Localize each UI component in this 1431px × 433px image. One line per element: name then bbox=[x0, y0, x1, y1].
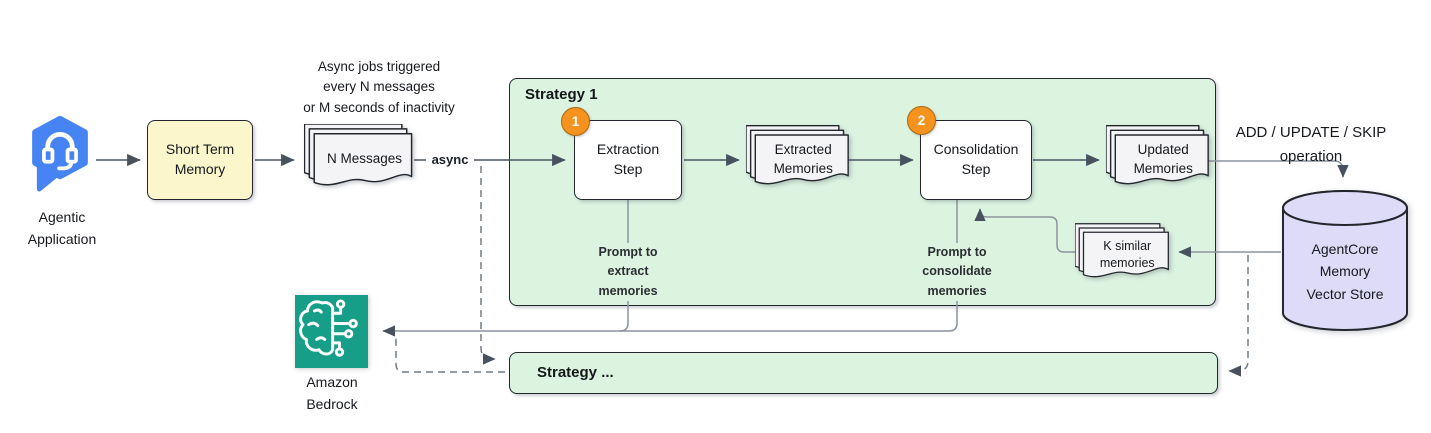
n-messages-stack: N Messages bbox=[303, 123, 414, 198]
updated-memories-stack: Updated Memories bbox=[1105, 124, 1210, 198]
prompt-consolidate-note: Prompt to consolidate memories bbox=[905, 243, 1009, 302]
vector-store-cylinder: AgentCore Memory Vector Store bbox=[1281, 188, 1409, 333]
agentic-app-label: Agentic Application bbox=[27, 209, 97, 247]
database-cylinder-icon bbox=[1282, 190, 1408, 331]
async-wire-label: async bbox=[426, 152, 474, 167]
vector-store-label: AgentCore Memory Vector Store bbox=[1306, 241, 1384, 302]
async-jobs-note: Async jobs triggered every N messages or… bbox=[303, 59, 455, 115]
step-1-badge: 1 bbox=[561, 107, 590, 136]
agentic-app-icon bbox=[32, 115, 88, 192]
updated-memories-label: Updated Memories bbox=[1133, 142, 1193, 176]
extracted-memories-stack: Extracted Memories bbox=[745, 124, 850, 198]
arrow-updated-to-store bbox=[1206, 160, 1349, 178]
k-similar-memories-stack: K similar memories bbox=[1074, 221, 1170, 291]
dashed-async-to-strategy-more bbox=[480, 166, 496, 365]
short-term-memory-box: Short Term Memory bbox=[147, 120, 253, 200]
extracted-memories-label: Extracted Memories bbox=[773, 142, 833, 176]
strategy-1-title: Strategy 1 bbox=[525, 86, 598, 103]
bedrock-icon bbox=[295, 295, 368, 368]
arrow-ksimilar-to-consolidation bbox=[974, 208, 1086, 253]
consolidation-step-box: Consolidation Step bbox=[920, 120, 1032, 200]
extraction-step-box: Extraction Step bbox=[574, 120, 682, 200]
bedrock-label: Amazon Bedrock bbox=[306, 374, 358, 412]
dashed-strategy-more-to-bedrock bbox=[395, 334, 505, 373]
prompt-extract-note: Prompt to extract memories bbox=[584, 243, 672, 302]
n-messages-label: N Messages bbox=[326, 151, 403, 167]
add-update-skip-note: ADD / UPDATE / SKIP operation bbox=[1235, 124, 1387, 165]
step-2-badge: 2 bbox=[907, 106, 936, 135]
dashed-store-to-strategy-more bbox=[1228, 255, 1249, 377]
arrow-prompts-to-bedrock bbox=[382, 200, 958, 337]
k-similar-memories-label: K similar memories bbox=[1099, 238, 1155, 270]
strategy-more-title: Strategy ... bbox=[537, 364, 614, 381]
strategy-more-group bbox=[509, 352, 1218, 394]
